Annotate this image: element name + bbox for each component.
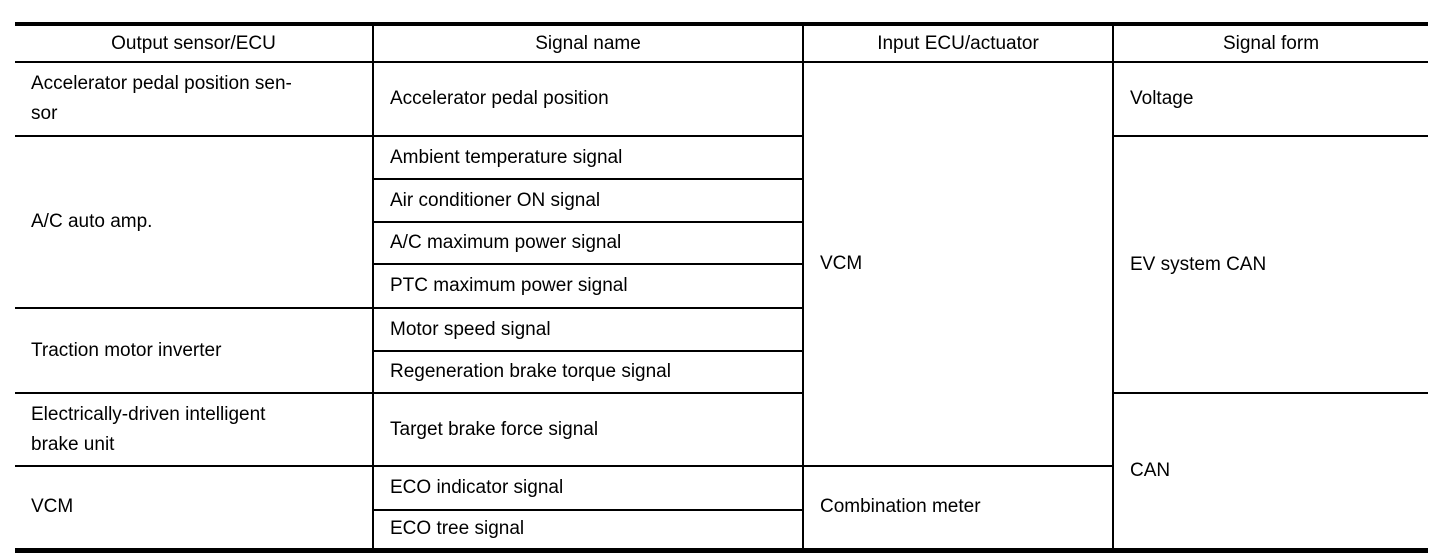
- table-row: PTC maximum power signal: [15, 263, 1428, 309]
- table-row: VCM ECO indicator signal Combination met…: [15, 465, 1428, 551]
- cell-output-vcm: VCM: [15, 465, 373, 551]
- cell-signal-regeneration-brake-torque: Regeneration brake torque signal: [372, 350, 803, 394]
- column-header-input-ecu-actuator: Input ECU/actuator: [802, 23, 1113, 63]
- cell-signal-ambient-temperature: Ambient temperature signal: [372, 135, 803, 180]
- column-header-signal-form: Signal form: [1112, 23, 1428, 63]
- signal-routing-table: Output sensor/ECU Signal name Input ECU/…: [15, 22, 1428, 553]
- cell-signal-eco-tree: ECO tree signal: [372, 509, 803, 551]
- cell-signal-ptc-maximum-power: PTC maximum power signal: [372, 263, 803, 309]
- table-row: Electrically-driven intelligent brake un…: [15, 392, 1428, 551]
- cell-signal-eco-indicator: ECO indicator signal: [372, 465, 803, 511]
- cell-output-traction-motor-inverter: Traction motor inverter: [15, 307, 373, 394]
- table-header-row: Output sensor/ECU Signal name Input ECU/…: [15, 23, 1428, 63]
- table-row: Regeneration brake torque signal: [15, 350, 1428, 394]
- table-row: Accelerator pedal position sen- sor Acce…: [15, 61, 1428, 467]
- table-row: A/C maximum power signal: [15, 221, 1428, 265]
- table-row: ECO tree signal: [15, 509, 1428, 551]
- cell-form-can: CAN: [1112, 392, 1428, 551]
- table-row: Air conditioner ON signal: [15, 178, 1428, 223]
- table-row: A/C auto amp. Ambient temperature signal…: [15, 135, 1428, 394]
- column-header-signal-name: Signal name: [372, 23, 803, 63]
- cell-output-electrically-driven-intelligent-brake-unit: Electrically-driven intelligent brake un…: [15, 392, 373, 467]
- cell-signal-accelerator-pedal-position: Accelerator pedal position: [372, 61, 803, 137]
- cell-signal-ac-maximum-power: A/C maximum power signal: [372, 221, 803, 265]
- table-row: Traction motor inverter Motor speed sign…: [15, 307, 1428, 394]
- cell-signal-target-brake-force: Target brake force signal: [372, 392, 803, 467]
- cell-output-accelerator-pedal-position-sensor: Accelerator pedal position sen- sor: [15, 61, 373, 137]
- cell-signal-motor-speed: Motor speed signal: [372, 307, 803, 352]
- cell-input-vcm: VCM: [802, 61, 1113, 467]
- cell-form-ev-system-can: EV system CAN: [1112, 135, 1428, 394]
- cell-input-combination-meter: Combination meter: [802, 465, 1113, 551]
- column-header-output-sensor-ecu: Output sensor/ECU: [15, 23, 373, 63]
- cell-output-ac-auto-amp: A/C auto amp.: [15, 135, 373, 309]
- cell-form-voltage: Voltage: [1112, 61, 1428, 137]
- cell-signal-air-conditioner-on: Air conditioner ON signal: [372, 178, 803, 223]
